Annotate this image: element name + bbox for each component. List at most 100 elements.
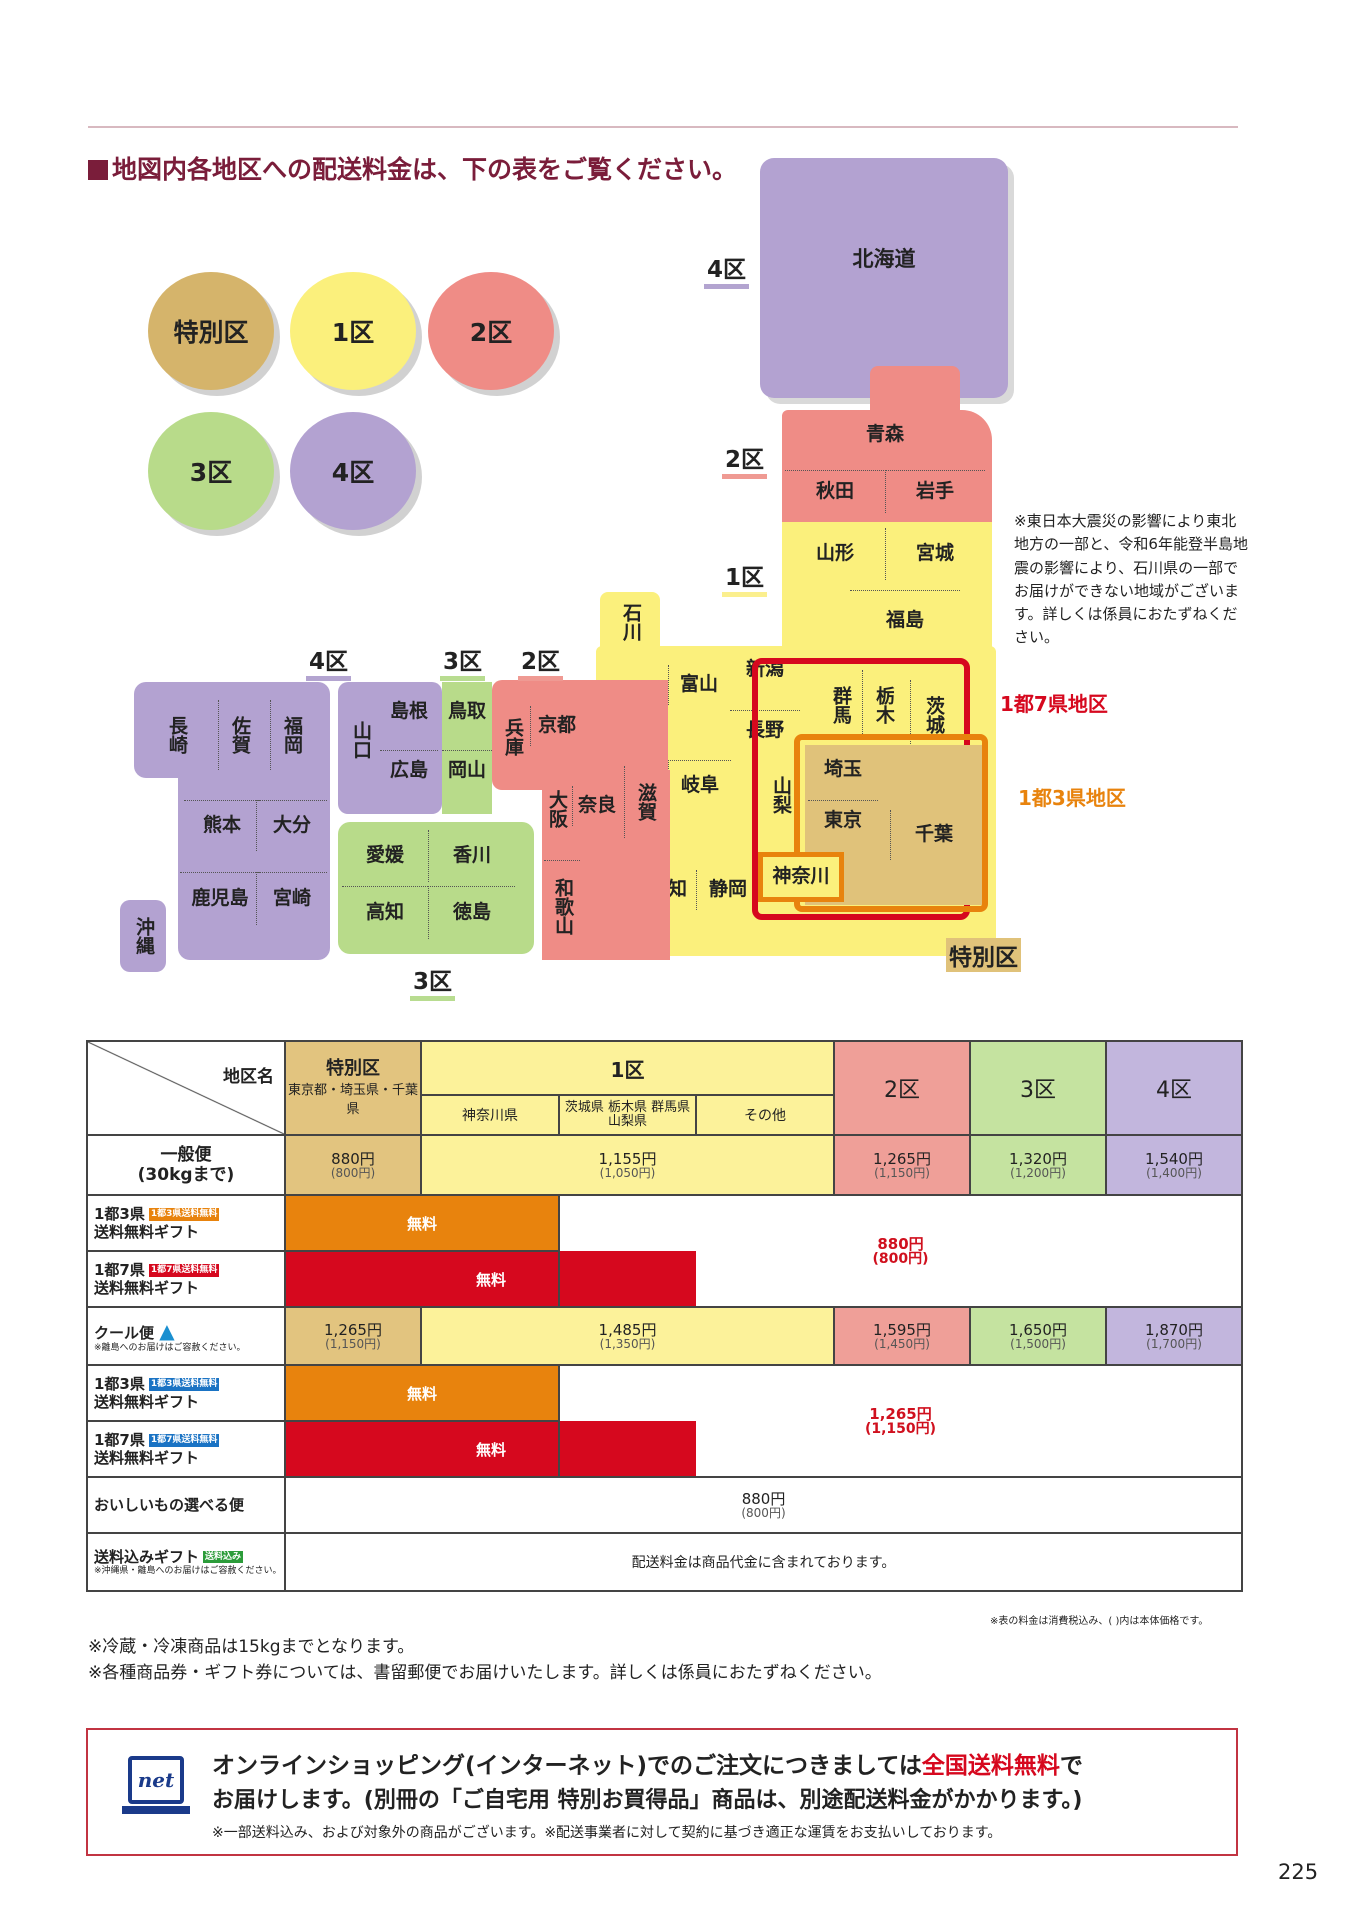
free3b-label: 1都3県 [94,1375,145,1393]
pref-shiga: 滋賀 [624,766,665,838]
tohoku-red-block [782,410,992,522]
included-badge: 送料込み [203,1550,244,1564]
row-general-label: 一般便(30kgまで) [86,1134,286,1196]
footnote-1: ※冷蔵・冷凍商品は15kgまでとなります。 [88,1637,415,1657]
general-special-ex: (800円) [330,1165,376,1180]
pref-okayama: 岡山 [442,750,492,791]
net-icon-base [122,1806,190,1814]
head-z1-kanto: 茨城県 栃木県 群馬県 山梨県 [558,1094,697,1136]
free3b-sub: 送料無料ギフト [94,1393,200,1411]
pref-ishikawa: 石川 [600,592,660,652]
kyushu-top [134,682,330,778]
general-z1-price: 1,155円 [598,1149,657,1168]
price-b-value: 1,265円 [869,1404,932,1423]
penguin-icon: ▲ [159,1318,175,1343]
pref-osaka: 大阪 [545,790,568,828]
pref-ibaraki: 茨城 [910,680,955,750]
free7b-sub: 送料無料ギフト [94,1449,200,1467]
pref-kagoshima: 鹿児島 [180,872,260,925]
general-label: 一般便 [160,1144,212,1165]
pref-aomori: 青森 [865,423,904,446]
area-tag-three: 1都3県地区 [1018,786,1126,810]
pref-kagawa: 香川 [428,830,515,882]
pref-fukuoka: 福岡 [270,700,311,770]
cool-z2-ex: (1,450円) [874,1336,930,1351]
cool-z3: 1,650円(1,500円) [969,1306,1108,1366]
free7a-badge: 1都7県送料無料 [148,1264,220,1277]
general-z2-price: 1,265円 [873,1149,931,1168]
pref-oita: 大分 [256,800,327,851]
net-line-2: お届けします。(別冊の「ご自宅用 特別お買得品」商品は、別途配送料金がかかります… [212,1788,1083,1813]
general-z2: 1,265円(1,150円) [833,1134,972,1196]
free3a-bar: 無料 [284,1194,560,1252]
cool-z2-price: 1,595円 [873,1320,931,1339]
pref-tokyo: 東京 [808,800,878,841]
net-line1-post: で [1059,1753,1083,1779]
general-z3: 1,320円(1,200円) [969,1134,1108,1196]
pref-hokkaido: 北海道 [760,158,1008,398]
cool-z1: 1,485円(1,350円) [419,1306,836,1366]
pref-saga: 佐賀 [218,700,259,770]
general-z1: 1,155円(1,050円) [419,1134,836,1196]
area-tag-seven: 1都7県地区 [1000,692,1108,716]
head-special-sub: 東京都・埼玉県・千葉県 [287,1083,418,1118]
cool-label: クール便 [94,1323,155,1342]
pref-miyagi: 宮城 [915,542,954,565]
pref-akita: 秋田 [785,470,886,513]
cool-z3-price: 1,650円 [1009,1320,1067,1339]
head-special-title: 特別区 [326,1057,380,1079]
pref-ehime: 愛媛 [365,844,404,867]
table-corner: 地区名 [86,1040,286,1136]
cool-z4-ex: (1,700円) [1146,1336,1202,1351]
legend-zone1: 1区 [290,272,416,390]
zone1-mass [782,522,992,667]
page-number: 225 [1278,1860,1319,1884]
free3a-label: 1都3県 [94,1205,145,1223]
pref-kochi: 高知 [342,886,428,939]
general-z4: 1,540円(1,400円) [1105,1134,1244,1196]
pref-iwate: 岩手 [885,470,985,513]
free7a-sub: 送料無料ギフト [94,1279,200,1297]
pref-toyama: 富山 [668,665,729,705]
kyushu-bottom [178,772,330,960]
free3b-badge: 1都3県送料無料 [148,1378,220,1391]
free3a-badge: 1都3県送料無料 [148,1208,220,1221]
cool-tiny: ※離島へのお届けはご容赦ください。 [94,1342,246,1353]
cool-special: 1,265円(1,150円) [284,1306,422,1366]
free7b-label: 1都7県 [94,1431,145,1449]
pref-yamagata: 山形 [785,528,886,580]
rate-table: 地区名 特別区東京都・埼玉県・千葉県 1区 2区 3区 4区 神奈川県 茨城県 … [86,1040,1244,1592]
free7a-bar: 無料 [284,1250,697,1308]
chugoku-green [442,682,492,814]
net-line-1: オンラインショッピング(インターネット)でのご注文につきましては全国送料無料で [212,1746,1083,1780]
head-z3: 3区 [969,1040,1108,1136]
area-three-outline [794,734,988,912]
zone-label-chugoku: 3区 [440,642,486,681]
aomori-top [870,366,960,416]
pref-shizuoka: 静岡 [708,878,747,901]
price-a-value: 880円 [877,1234,924,1253]
cool-z2: 1,595円(1,450円) [833,1306,972,1366]
pref-fukushima: 福島 [850,590,960,651]
head-z4: 4区 [1105,1040,1244,1136]
pref-yamanashi: 山梨 [769,776,792,814]
free3b-bar: 無料 [284,1364,560,1422]
pref-gunma: 群馬 [829,686,852,724]
pref-nara: 奈良 [572,786,621,826]
head-z1-other: その他 [694,1094,836,1136]
oishii-ex: (800円) [741,1505,786,1520]
pref-hiroshima: 広島 [380,750,438,791]
online-shopping-box: net オンラインショッピング(インターネット)でのご注文につきましては全国送料… [86,1728,1238,1856]
chugoku-purple [338,682,442,814]
row-included-label: 送料込みギフト送料込み※沖縄県・離島へのお届けはご容赦ください。 [86,1532,286,1592]
price-b-ex: (1,150円) [864,1420,937,1437]
cool-z3-ex: (1,500円) [1010,1336,1066,1351]
general-special: 880円(800円) [284,1134,422,1196]
head-z2: 2区 [833,1040,972,1136]
free7b-bar: 無料 [284,1420,697,1478]
cool-special-ex: (1,150円) [325,1336,381,1351]
pref-tochigi: 栃木 [862,670,903,740]
pref-tottori: 鳥取 [447,700,486,723]
